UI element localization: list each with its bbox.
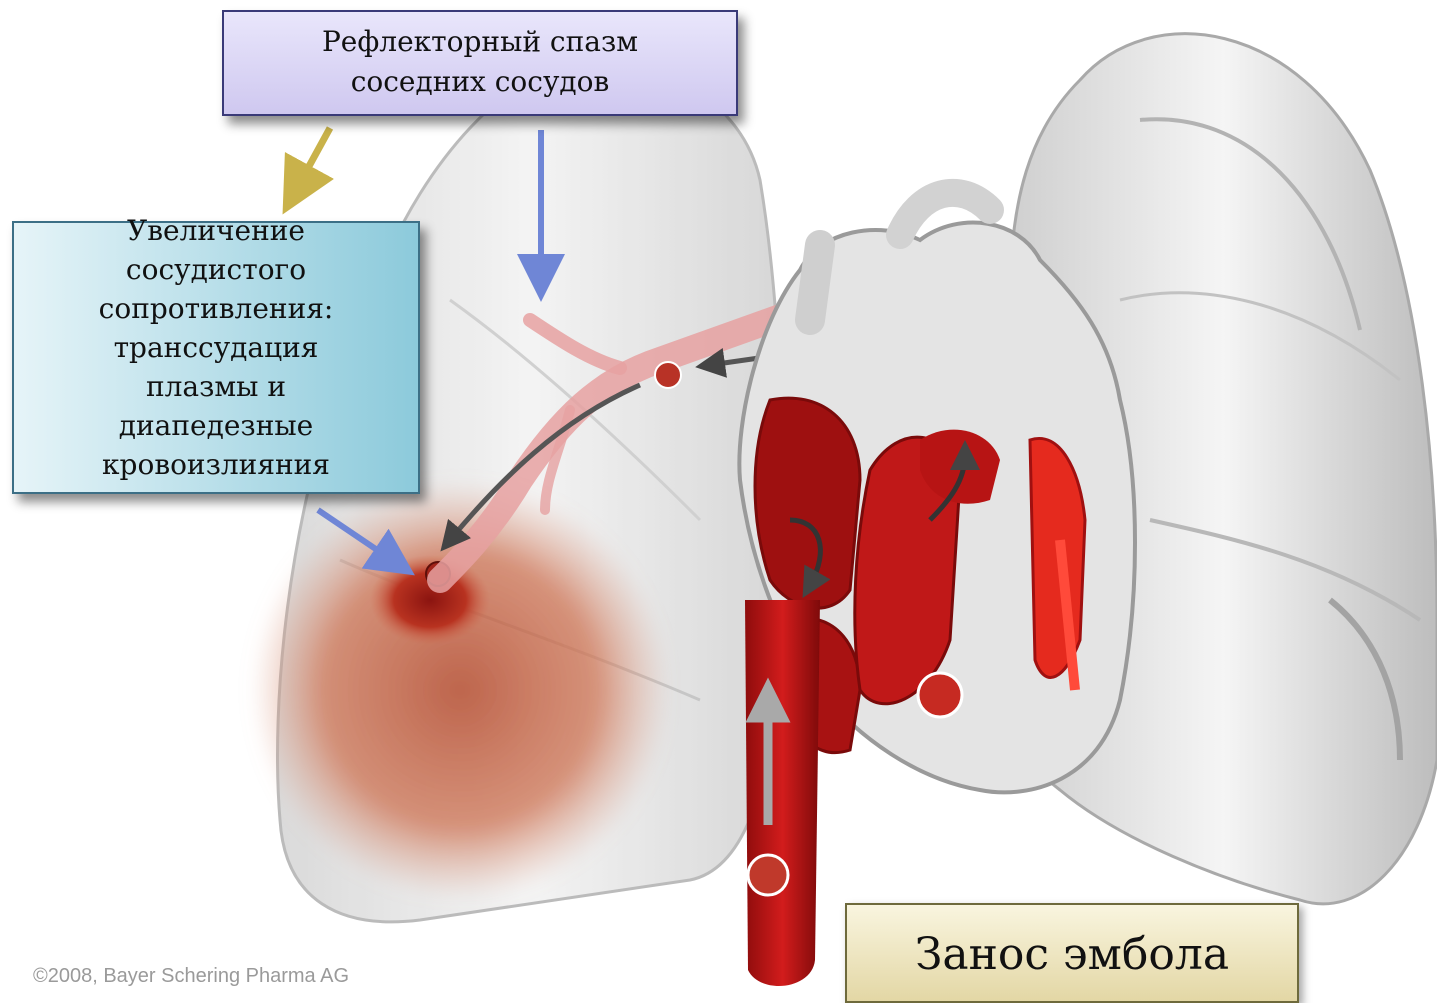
callout-line: транссудация — [14, 328, 418, 367]
callout-line: Рефлекторный спазм — [224, 22, 736, 62]
callout-line: плазмы и — [14, 367, 418, 406]
callout-line: диапедезные — [14, 406, 418, 445]
callout-text: Занос эмбола — [915, 929, 1229, 980]
embolus-icon — [918, 673, 962, 717]
callout-line: сопротивления: — [14, 289, 418, 328]
inferior-vena-cava — [745, 600, 820, 986]
callout-line: сосудистого — [14, 250, 418, 289]
callout-line: соседних сосудов — [224, 62, 736, 102]
callout-vessel-spasm: Рефлекторный спазм соседних сосудов — [222, 10, 738, 116]
embolus-icon — [655, 362, 681, 388]
copyright-credit: ©2008, Bayer Schering Pharma AG — [33, 965, 349, 988]
resistance-arrow — [296, 128, 330, 190]
callout-line: кровоизлияния — [14, 445, 418, 484]
embolus-icon — [748, 855, 788, 895]
callout-embolus-entry: Занос эмбола — [845, 903, 1299, 1003]
callout-vascular-resistance: Увеличение сосудистого сопротивления: тр… — [12, 221, 420, 494]
callout-line: Увеличение — [14, 211, 418, 250]
